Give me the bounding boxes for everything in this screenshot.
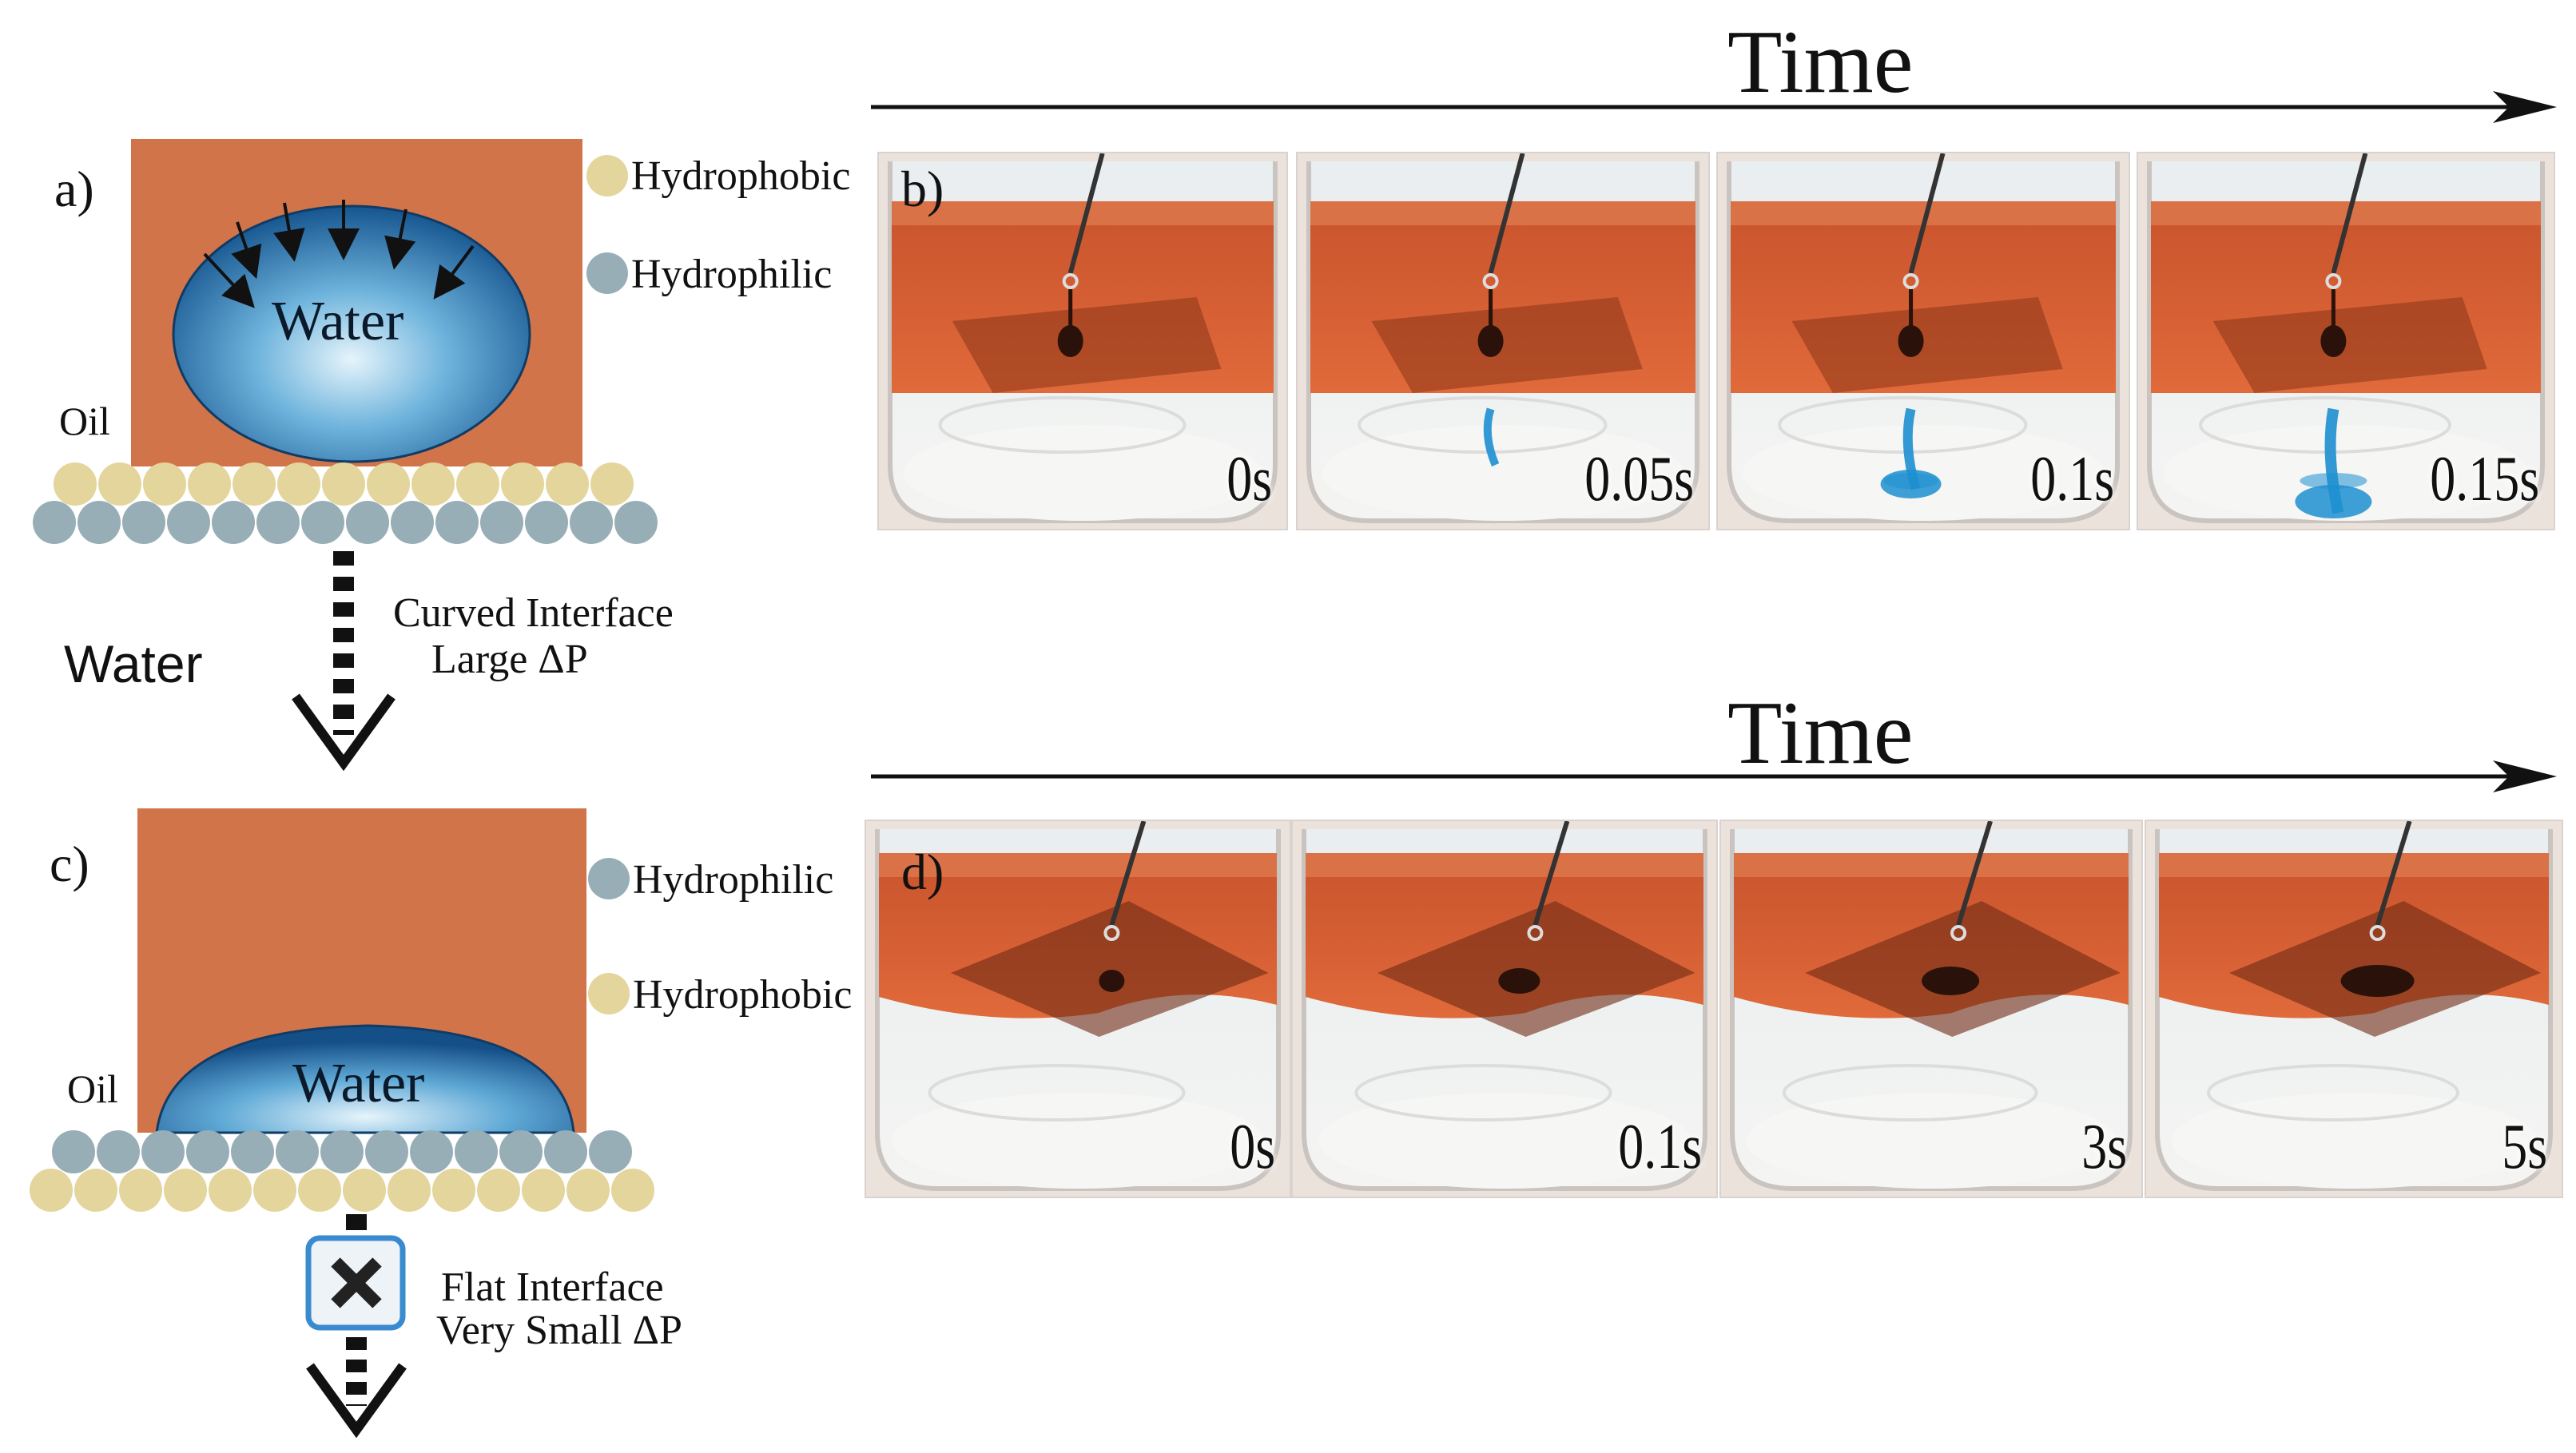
legend-hydrophobic-label: Hydrophobic xyxy=(631,153,851,199)
legend-hydrophilic-swatch xyxy=(588,858,630,899)
frame-time-label: 0.15s xyxy=(2430,444,2539,514)
very-small-dp-label: Very Small ΔP xyxy=(436,1308,682,1353)
panel-b-letter: b) xyxy=(901,161,944,217)
time-axis-label: Time xyxy=(1727,684,1914,783)
hydrophilic-bead-row xyxy=(52,1130,632,1173)
photo-frame: 0s xyxy=(865,820,1291,1198)
legend-hydrophilic-label: Hydrophilic xyxy=(633,857,834,903)
droplet-label: Water xyxy=(272,291,404,352)
frame-time-label: 0s xyxy=(1230,1112,1275,1182)
bulk-water-label: Water xyxy=(64,634,203,693)
pressure-arrows xyxy=(203,200,475,308)
panel-d-letter: d) xyxy=(901,844,944,900)
time-axis-arrow xyxy=(871,760,2557,792)
frame-time-label: 0.1s xyxy=(2030,444,2114,514)
frame-time-label: 3s xyxy=(2081,1112,2127,1182)
legend-hydrophobic-swatch xyxy=(588,973,630,1014)
flow-arrow-head xyxy=(306,1363,407,1439)
photo-frame: 5s xyxy=(2145,820,2563,1198)
panel-a-letter: a) xyxy=(54,161,94,217)
beaker-photo xyxy=(879,153,1286,529)
photo-frame: 0.05s xyxy=(1296,152,1710,530)
large-dp-label: Large ΔP xyxy=(431,637,588,682)
beaker-photo xyxy=(1718,153,2129,529)
time-axis-arrow xyxy=(871,91,2557,123)
curved-interface-label: Curved Interface xyxy=(393,590,674,636)
photo-frame: 0.1s xyxy=(1716,152,2130,530)
oil-label: Oil xyxy=(67,1066,118,1111)
frame-time-label: 0s xyxy=(1226,444,1272,514)
photo-frame: 0.15s xyxy=(2137,152,2555,530)
beaker-photo xyxy=(1293,821,1716,1197)
beaker-photo xyxy=(1298,153,1708,529)
flat-interface-label: Flat Interface xyxy=(441,1264,664,1310)
legend-hydrophilic-swatch xyxy=(586,252,628,294)
frame-time-label: 0.05s xyxy=(1584,444,1694,514)
flow-arrow-head xyxy=(292,693,396,772)
frame-time-label: 5s xyxy=(2502,1112,2547,1182)
frame-time-label: 0.1s xyxy=(1618,1112,1702,1182)
panel-c-schematic xyxy=(30,808,654,1439)
water-cap xyxy=(155,1024,575,1134)
blocked-x-icon xyxy=(331,1257,382,1308)
droplet-label: Water xyxy=(292,1053,425,1114)
photo-frame: 3s xyxy=(1719,820,2143,1198)
beaker-photo xyxy=(2146,821,2562,1197)
legend-hydrophobic-swatch xyxy=(586,155,628,197)
oil-label: Oil xyxy=(59,399,110,443)
panel-c-letter: c) xyxy=(50,836,89,892)
hydrophobic-bead-row xyxy=(54,462,634,506)
photo-frame: 0s xyxy=(877,152,1288,530)
time-axis-label: Time xyxy=(1727,13,1914,112)
photo-frame: 0.1s xyxy=(1291,820,1718,1198)
legend-hydrophilic-label: Hydrophilic xyxy=(631,252,833,297)
beaker-photo xyxy=(866,821,1290,1197)
legend-hydrophobic-label: Hydrophobic xyxy=(633,972,853,1018)
beaker-photo xyxy=(1721,821,2141,1197)
hydrophilic-bead-row xyxy=(33,501,658,544)
beaker-photo xyxy=(2138,153,2554,529)
hydrophobic-bead-row xyxy=(30,1169,654,1212)
panel-a-schematic xyxy=(33,139,658,772)
